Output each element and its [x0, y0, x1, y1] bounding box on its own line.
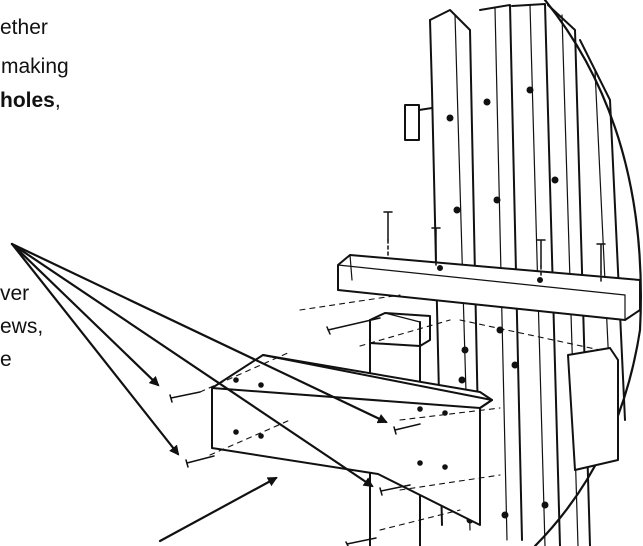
- instruction-line-6: e: [0, 348, 12, 371]
- screw-icon: [596, 243, 606, 285]
- screw-icon: [379, 484, 411, 496]
- alignment-dashes: [199, 294, 601, 531]
- instruction-line-3-tail: ,: [54, 89, 61, 112]
- screw-icon: [326, 317, 381, 335]
- screw-icon: [383, 211, 393, 257]
- arrow-icon: [158, 476, 278, 543]
- instruction-line-5: ews,: [0, 315, 44, 338]
- screw-icon: [536, 239, 546, 279]
- arrow-icon: [10, 242, 180, 456]
- instruction-line-1: ether: [0, 16, 48, 39]
- screw-icon: [431, 227, 441, 267]
- seat-support-blocks: [369, 312, 619, 546]
- screw-icon: [345, 537, 377, 546]
- instruction-line-4: ver: [0, 282, 30, 305]
- arrow-icon: [10, 242, 388, 424]
- screw-icon: [185, 455, 215, 468]
- screw-icon: [393, 423, 421, 435]
- cross-board: [337, 254, 641, 321]
- instruction-bold-keyword: holes: [0, 89, 55, 112]
- top-screws: [383, 211, 606, 285]
- instruction-line-2: making: [1, 55, 69, 78]
- screw-icon: [169, 391, 201, 403]
- pointer-arrows: [10, 242, 388, 543]
- front-apron-board: [211, 354, 493, 526]
- instruction-line-3: holes,: [0, 89, 61, 113]
- apron-screws: [169, 317, 421, 546]
- arrow-icon: [10, 242, 374, 488]
- arrow-icon: [10, 242, 160, 387]
